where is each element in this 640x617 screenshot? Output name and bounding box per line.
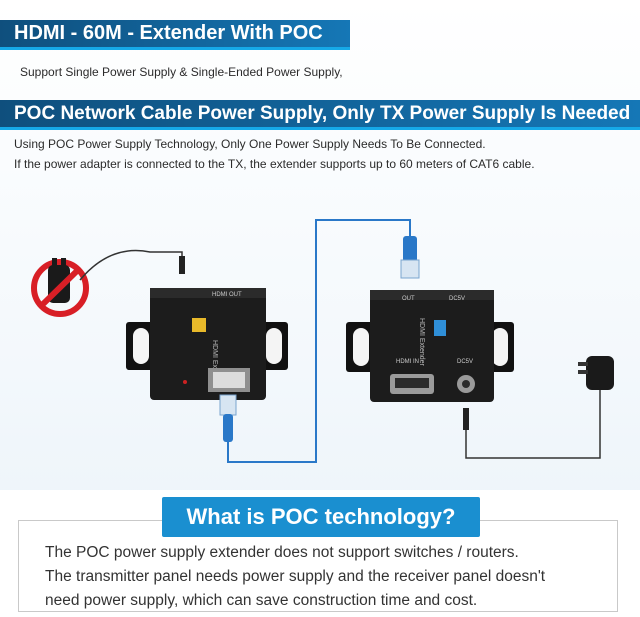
page-title: HDMI - 60M - Extender With POC <box>14 22 323 44</box>
rx-rj45-connector-icon <box>400 236 420 279</box>
title-banner: HDMI - 60M - Extender With POC <box>0 20 350 50</box>
tech-title: What is POC technology? <box>186 504 456 529</box>
tech-line-3: need power supply, which can save constr… <box>45 592 478 609</box>
network-cable <box>227 219 411 463</box>
rx-power-wire <box>465 390 601 459</box>
rx-out-label: OUT <box>402 296 415 302</box>
poc-line-2: If the power adapter is connected to the… <box>14 157 535 171</box>
tech-line-2: The transmitter panel needs power supply… <box>45 568 546 585</box>
rx-hdmi-label: HDMI IN <box>396 359 419 365</box>
no-power-adapter-icon <box>31 258 89 317</box>
rx-extender: HDMI Extender OUT DC5V HDMI IN DC5V <box>346 290 514 402</box>
connection-diagram: HDMI Extender HDMI OUT HDMI Extender OUT <box>31 219 614 463</box>
rx-label: HDMI Extender <box>418 318 425 367</box>
tech-line-1: The POC power supply extender does not s… <box>45 544 519 561</box>
tx-extender: HDMI Extender HDMI OUT <box>126 288 288 400</box>
subtitle-text: Support Single Power Supply & Single-End… <box>20 65 343 79</box>
rx-dc-top-label: DC5V <box>449 296 465 302</box>
tx-power-wire <box>79 249 183 281</box>
tech-title-banner: What is POC technology? <box>162 497 480 537</box>
poc-line-1: Using POC Power Supply Technology, Only … <box>14 137 486 151</box>
rx-dc-plug-icon <box>463 408 469 430</box>
tx-dc-plug-icon <box>179 256 185 274</box>
tx-indicator-icon <box>192 318 206 332</box>
poc-banner: POC Network Cable Power Supply, Only TX … <box>0 100 640 130</box>
rj45-connector-icon <box>219 394 237 442</box>
rx-indicator-icon <box>434 320 446 336</box>
rx-dc-label: DC5V <box>457 359 473 365</box>
power-adapter-icon <box>578 356 614 390</box>
poc-title: POC Network Cable Power Supply, Only TX … <box>14 102 631 124</box>
tx-label: HDMI Extender <box>211 340 218 389</box>
tx-port-label: HDMI OUT <box>212 292 242 298</box>
